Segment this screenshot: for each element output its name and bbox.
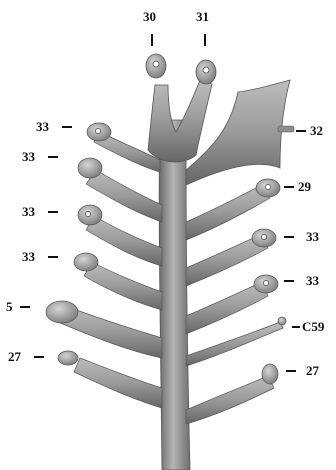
tick-32: [296, 130, 306, 132]
tick-33-d: [48, 256, 58, 258]
tick-29: [284, 186, 294, 188]
tick-27-b: [286, 370, 296, 372]
tick-31: [204, 34, 206, 46]
label-31: 31: [196, 10, 209, 23]
tick-5: [20, 306, 30, 308]
tick-33-e: [284, 236, 294, 238]
tick-c59: [292, 326, 300, 328]
tick-30: [151, 34, 153, 46]
label-33-d: 33: [22, 250, 35, 263]
label-33-f: 33: [306, 274, 319, 287]
tick-33-c: [48, 211, 58, 213]
left-branches: [46, 123, 162, 408]
label-27-a: 27: [8, 350, 21, 363]
tick-33-f: [284, 280, 294, 282]
label-c59: C59: [302, 320, 324, 333]
label-33-a: 33: [36, 120, 49, 133]
label-5: 5: [6, 300, 13, 313]
right-branches: [186, 179, 286, 424]
tick-33-a: [62, 126, 72, 128]
label-30: 30: [143, 10, 156, 23]
label-33-e: 33: [306, 230, 319, 243]
label-27-b: 27: [306, 364, 319, 377]
tick-33-b: [48, 156, 58, 158]
main-sprue: [159, 120, 190, 470]
tick-27-a: [34, 356, 44, 358]
label-32: 32: [310, 124, 323, 137]
label-33-b: 33: [22, 150, 35, 163]
label-29: 29: [298, 180, 311, 193]
top-crown: [146, 54, 216, 162]
label-33-c: 33: [22, 205, 35, 218]
